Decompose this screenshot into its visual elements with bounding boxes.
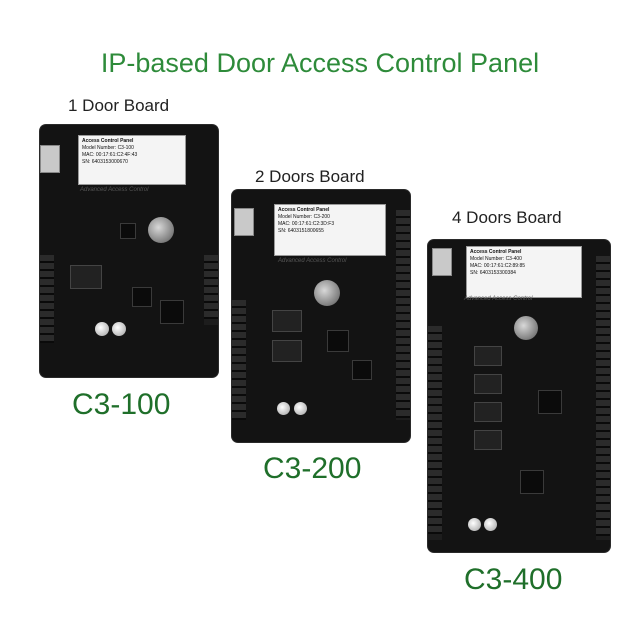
label-line: Model Number: C3-100 bbox=[82, 145, 134, 151]
board-caption-1: 1 Door Board bbox=[68, 96, 170, 115]
label-line: MAC: 00:17:61:C2:3D:F3 bbox=[278, 221, 335, 227]
model-label-c3-200: C3-200 bbox=[263, 452, 362, 485]
coin-battery bbox=[314, 280, 340, 306]
ethernet-port bbox=[40, 145, 60, 173]
chip bbox=[538, 390, 562, 414]
board-silkscreen: Advanced Access Control bbox=[80, 187, 149, 193]
capacitor bbox=[277, 402, 290, 415]
label-line: MAC: 00:17:61:C2:4F:43 bbox=[82, 152, 138, 158]
capacitor bbox=[112, 322, 126, 336]
board-caption-2: 2 Doors Board bbox=[255, 167, 365, 186]
relay bbox=[272, 310, 302, 332]
relay bbox=[474, 402, 502, 422]
capacitor bbox=[484, 518, 497, 531]
coin-battery bbox=[514, 316, 538, 340]
board-c3-100: Access Control Panel Model Number: C3-10… bbox=[40, 125, 218, 377]
coin-battery bbox=[148, 217, 174, 243]
page-title: IP-based Door Access Control Panel bbox=[100, 48, 540, 78]
chip bbox=[327, 330, 349, 352]
relay bbox=[474, 430, 502, 450]
capacitor bbox=[294, 402, 307, 415]
label-line: Model Number: C3-400 bbox=[470, 256, 522, 262]
chip bbox=[160, 300, 184, 324]
product-label: Access Control Panel Model Number: C3-40… bbox=[466, 246, 582, 298]
terminal-block bbox=[596, 256, 610, 540]
terminal-block bbox=[428, 326, 442, 540]
board-c3-400: Access Control Panel Model Number: C3-40… bbox=[428, 240, 610, 552]
relay bbox=[70, 265, 102, 289]
product-label: Access Control Panel Model Number: C3-20… bbox=[274, 204, 386, 256]
product-label: Access Control Panel Model Number: C3-10… bbox=[78, 135, 186, 185]
capacitor bbox=[468, 518, 481, 531]
capacitor bbox=[95, 322, 109, 336]
label-title: Access Control Panel bbox=[82, 138, 134, 144]
label-title: Access Control Panel bbox=[470, 249, 522, 255]
chip bbox=[120, 223, 136, 239]
board-c3-200: Access Control Panel Model Number: C3-20… bbox=[232, 190, 410, 442]
terminal-block bbox=[396, 210, 410, 420]
ethernet-port bbox=[234, 208, 254, 236]
chip bbox=[132, 287, 152, 307]
chip bbox=[352, 360, 372, 380]
model-label-c3-100: C3-100 bbox=[72, 388, 171, 421]
board-silkscreen: Advanced Access Control bbox=[464, 296, 533, 302]
relay bbox=[272, 340, 302, 362]
label-line: SN: 6403151800655 bbox=[278, 228, 324, 234]
label-title: Access Control Panel bbox=[278, 207, 330, 213]
terminal-block bbox=[204, 255, 218, 325]
ethernet-port bbox=[432, 248, 452, 276]
board-caption-3: 4 Doors Board bbox=[452, 208, 562, 227]
label-line: SN: 6403153300384 bbox=[470, 270, 516, 276]
label-line: Model Number: C3-200 bbox=[278, 214, 330, 220]
board-silkscreen: Advanced Access Control bbox=[278, 258, 347, 264]
label-line: MAC: 00:17:61:C2:89:85 bbox=[470, 263, 526, 269]
chip bbox=[520, 470, 544, 494]
relay bbox=[474, 374, 502, 394]
terminal-block bbox=[232, 300, 246, 420]
label-line: SN: 6403153000670 bbox=[82, 159, 128, 165]
relay bbox=[474, 346, 502, 366]
terminal-block bbox=[40, 255, 54, 343]
model-label-c3-400: C3-400 bbox=[464, 563, 563, 596]
